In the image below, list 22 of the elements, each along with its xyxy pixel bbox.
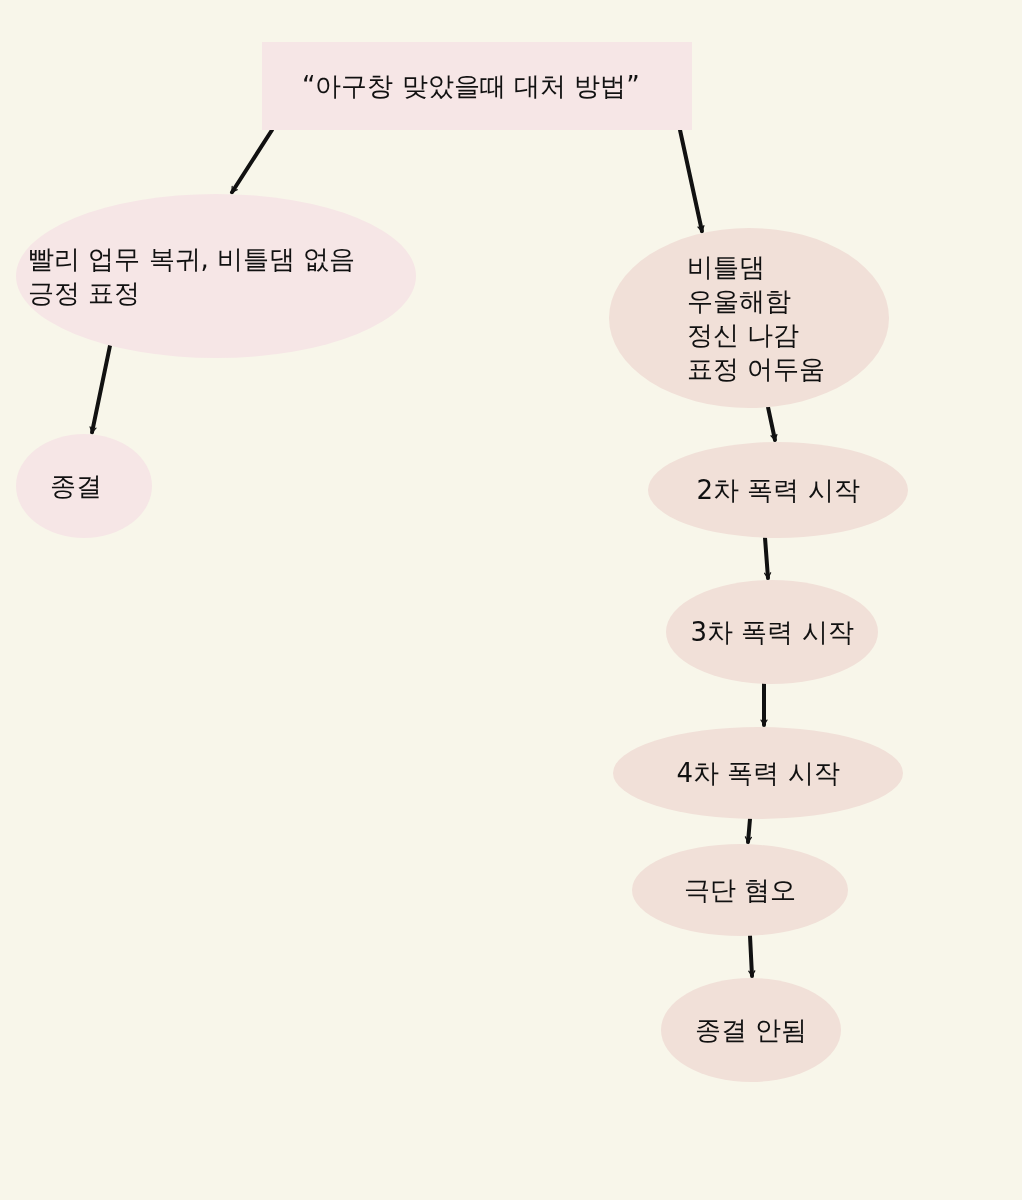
arrow	[230, 128, 274, 195]
arrow	[766, 405, 778, 442]
node-text: 빨리 업무 복귀, 비틀댐 없음	[28, 243, 356, 276]
node-text: 2차 폭력 시작	[696, 474, 860, 507]
node-text: 4차 폭력 시작	[676, 757, 840, 790]
arrow	[744, 816, 753, 845]
node-text: 표정 어두움	[687, 353, 826, 386]
arrow	[763, 535, 772, 581]
title-text: “아구창 맞았을때 대처 방법”	[302, 70, 640, 103]
arrow	[678, 128, 705, 234]
title-box	[262, 42, 692, 130]
arrow	[760, 681, 768, 728]
node-text: 비틀댐	[687, 251, 765, 284]
node-text: 3차 폭력 시작	[690, 616, 854, 649]
node-text: 종결	[50, 470, 102, 503]
node-text: 정신 나감	[687, 319, 800, 352]
arrow	[89, 343, 112, 435]
node-text: 종결 안됨	[694, 1014, 808, 1047]
node-text: 긍정 표정	[28, 277, 141, 310]
node-text: 극단 혐오	[683, 874, 797, 907]
node-text: 우울해함	[687, 285, 791, 318]
arrow	[748, 933, 756, 978]
